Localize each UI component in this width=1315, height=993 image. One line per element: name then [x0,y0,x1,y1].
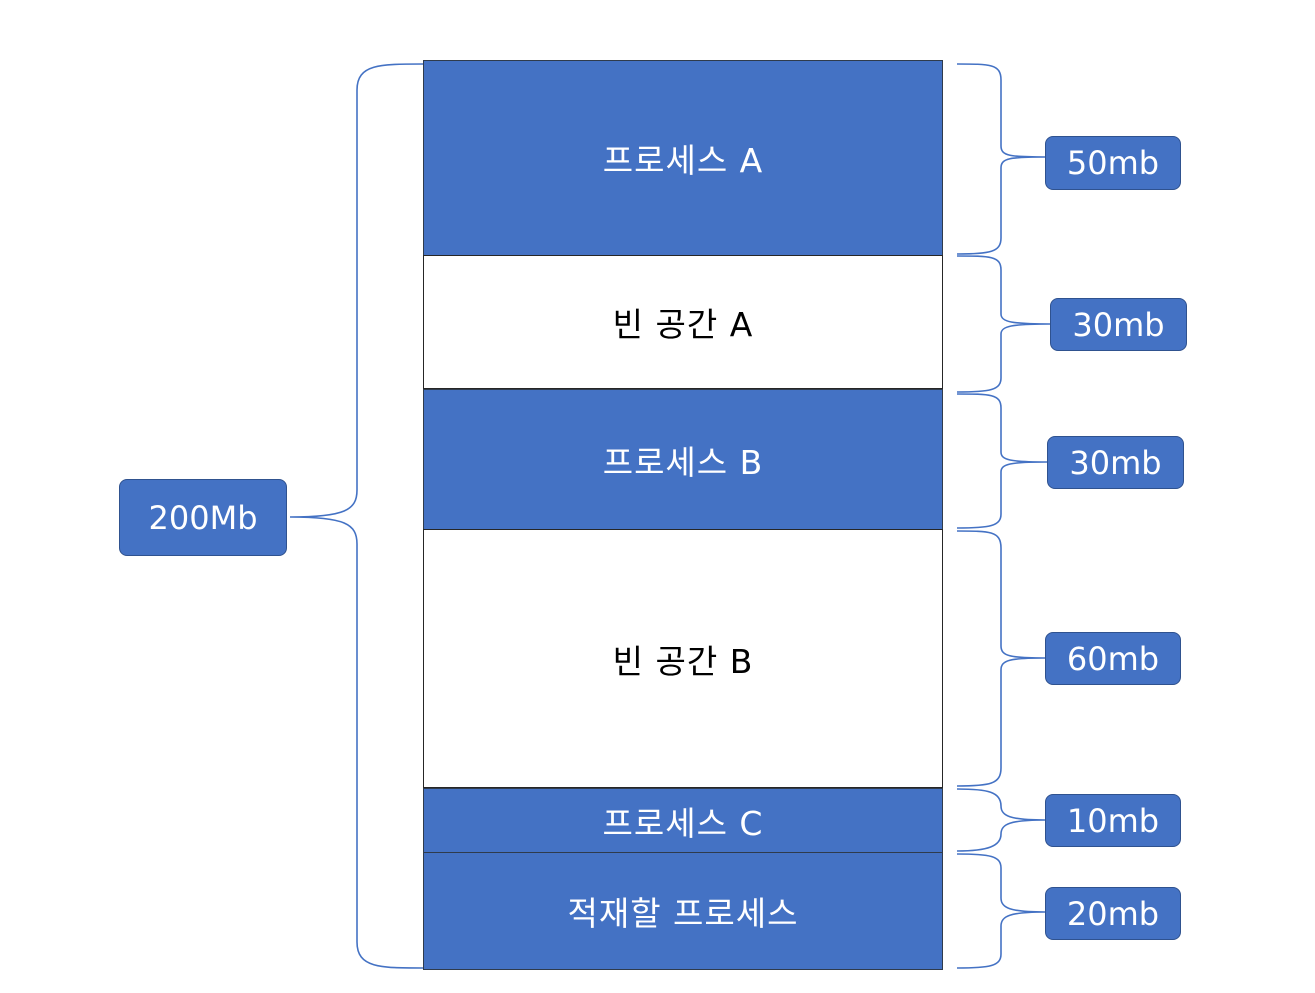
segment-label: 프로세스 C [602,803,764,843]
size-badge-process-a: 50mb [1045,136,1181,190]
total-brace [289,63,424,969]
total-size-label: 200Mb [148,498,258,537]
size-label: 20mb [1066,894,1160,933]
segment-brace-process-b [956,393,1048,529]
size-label: 10mb [1066,801,1160,840]
segment-process-c: 프로세스 C [423,788,943,853]
segment-free-b: 빈 공간 B [423,529,943,788]
total-size-badge: 200Mb [119,479,287,556]
segment-label: 빈 공간 B [612,641,754,681]
segment-load-process: 적재할 프로세스 [423,852,943,970]
size-label: 60mb [1066,639,1160,678]
size-badge-load-process: 20mb [1045,887,1181,940]
size-badge-free-a: 30mb [1050,298,1187,351]
size-label: 50mb [1066,144,1160,182]
segment-process-b: 프로세스 B [423,389,943,530]
segment-brace-process-a [956,63,1047,255]
size-label: 30mb [1069,443,1162,482]
segment-brace-load-process [956,853,1046,969]
segment-free-a: 빈 공간 A [423,255,943,389]
segment-label: 적재할 프로세스 [567,894,799,933]
segment-label: 프로세스 A [602,141,764,180]
size-badge-process-c: 10mb [1045,794,1181,847]
segment-label: 프로세스 B [602,442,764,482]
segment-label: 빈 공간 A [612,305,754,344]
size-badge-process-b: 30mb [1047,436,1184,489]
size-label: 30mb [1072,305,1165,344]
memory-column: 프로세스 A 빈 공간 A 프로세스 B 빈 공간 B 프로세스 C 적재할 프… [423,60,943,970]
segment-brace-free-b [956,530,1046,787]
segment-brace-process-c [956,788,1046,852]
size-badge-free-b: 60mb [1045,632,1181,685]
segment-brace-free-a [956,255,1051,393]
segment-process-a: 프로세스 A [423,60,943,256]
